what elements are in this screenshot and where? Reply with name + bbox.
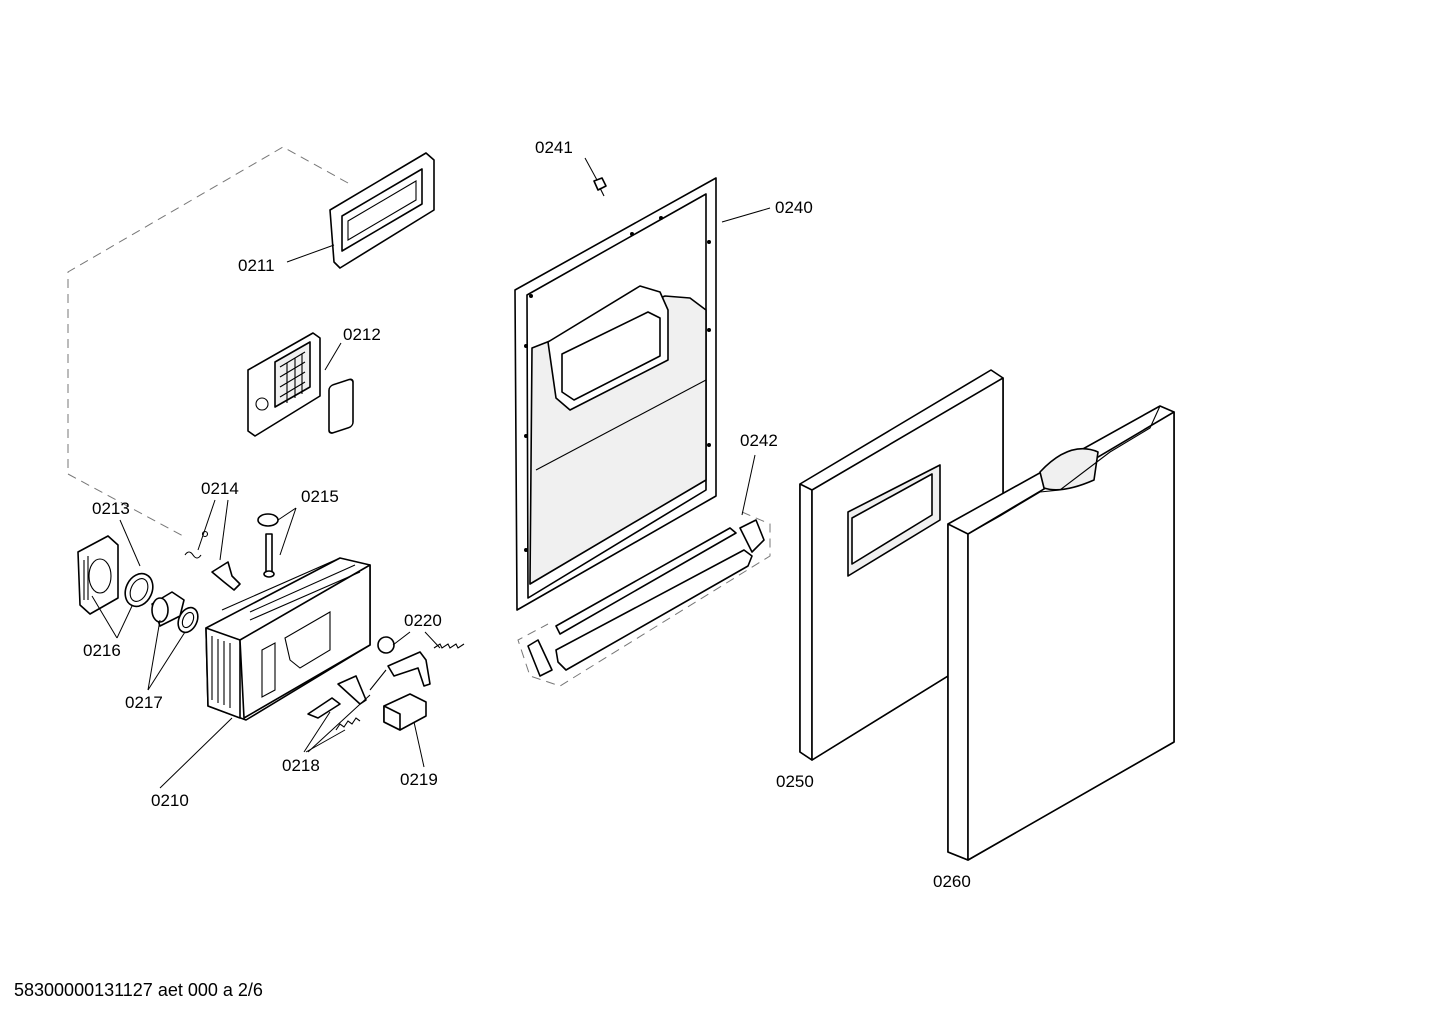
label-0220[interactable]: 0220 bbox=[404, 611, 442, 630]
label-0215[interactable]: 0215 bbox=[301, 487, 339, 506]
part-0240-inner-door[interactable] bbox=[514, 177, 717, 611]
document-id: 58300000131127 aet 000 a 2/6 bbox=[14, 980, 263, 1000]
label-0242[interactable]: 0242 bbox=[740, 431, 778, 450]
part-0220-plunger[interactable] bbox=[377, 636, 465, 687]
label-0241[interactable]: 0241 bbox=[535, 138, 573, 157]
part-0260-outer-panel[interactable] bbox=[947, 405, 1175, 861]
part-0241-screw[interactable] bbox=[593, 177, 607, 197]
part-0210-housing[interactable] bbox=[205, 557, 371, 721]
part-0216-ring[interactable] bbox=[120, 569, 158, 611]
label-0211[interactable]: 0211 bbox=[238, 256, 275, 275]
part-0214-lever[interactable] bbox=[184, 530, 241, 591]
part-0242-rail[interactable] bbox=[527, 519, 765, 677]
part-0219-switch[interactable] bbox=[383, 693, 427, 731]
part-0215-pin[interactable] bbox=[257, 513, 279, 578]
part-0218-bracket[interactable] bbox=[307, 669, 387, 731]
part-0212-filter[interactable] bbox=[247, 332, 354, 437]
part-0213-cap[interactable] bbox=[77, 535, 119, 615]
label-0219[interactable]: 0219 bbox=[400, 770, 438, 789]
label-0216[interactable]: 0216 bbox=[83, 641, 121, 660]
label-0213[interactable]: 0213 bbox=[92, 499, 130, 518]
assembly-dashed-outline bbox=[67, 146, 349, 538]
part-0242-outline bbox=[517, 511, 771, 687]
part-0211-frame[interactable] bbox=[329, 152, 435, 269]
label-0260[interactable]: 0260 bbox=[933, 872, 971, 891]
label-0218[interactable]: 0218 bbox=[282, 756, 320, 775]
label-0250[interactable]: 0250 bbox=[776, 772, 814, 791]
label-0217[interactable]: 0217 bbox=[125, 693, 163, 712]
label-0210[interactable]: 0210 bbox=[151, 791, 189, 810]
part-0217-valve[interactable] bbox=[151, 591, 202, 636]
label-0214[interactable]: 0214 bbox=[201, 479, 239, 498]
label-0212[interactable]: 0212 bbox=[343, 325, 381, 344]
label-0240[interactable]: 0240 bbox=[775, 198, 813, 217]
